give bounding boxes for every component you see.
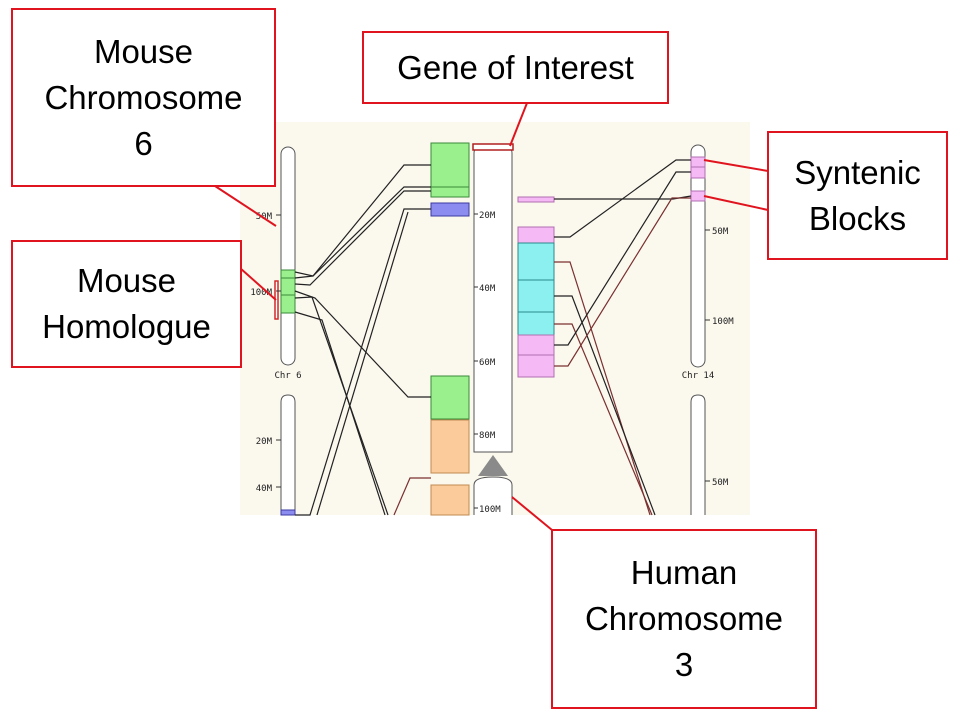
chr3-tick-100m: 100M [479, 505, 501, 515]
lower-right-tick-50m: 50M [712, 478, 729, 488]
chr3-tick-40m: 40M [479, 284, 496, 294]
mouse-lower-chromosome: 20M 40M [256, 394, 296, 516]
mouse-lower-right-chromosome: 50M [690, 394, 729, 515]
lower-left-tick-40m: 40M [256, 484, 273, 494]
mouse-chromosome-callout: Mouse Chromosome 6 [11, 8, 276, 187]
human-chromosome-3: 20M 40M 60M 80M 100M [472, 143, 514, 515]
mouse-chromosome-14: 50M 100M Chr 14 [682, 144, 734, 381]
mouse-chromosome-6: 50M 100M Chr 6 [250, 146, 302, 381]
chr6-tick-50m: 50M [256, 212, 273, 222]
human-chromosome-callout: Human Chromosome 3 [551, 529, 817, 709]
chr3-tick-60m: 60M [479, 358, 496, 368]
right-syntenic-blocks [517, 196, 555, 378]
chr3-to-chr14-links [554, 159, 692, 516]
chr14-tick-50m: 50M [712, 227, 729, 237]
chr3-tick-80m: 80M [479, 431, 496, 441]
chr6-to-chr3-links [294, 164, 431, 516]
center-syntenic-blocks [430, 142, 470, 516]
lower-left-tick-20m: 20M [256, 437, 273, 447]
callout-leaders [214, 102, 769, 531]
chr6-tick-100m: 100M [250, 288, 272, 298]
syntenic-blocks-callout: Syntenic Blocks [767, 131, 948, 260]
chr6-label: Chr 6 [274, 371, 301, 381]
mouse-homologue-callout: Mouse Homologue [11, 240, 242, 368]
gene-of-interest-callout: Gene of Interest [362, 31, 669, 104]
chr14-tick-100m: 100M [712, 317, 734, 327]
chr3-tick-20m: 20M [479, 211, 496, 221]
chr14-label: Chr 14 [682, 371, 715, 381]
